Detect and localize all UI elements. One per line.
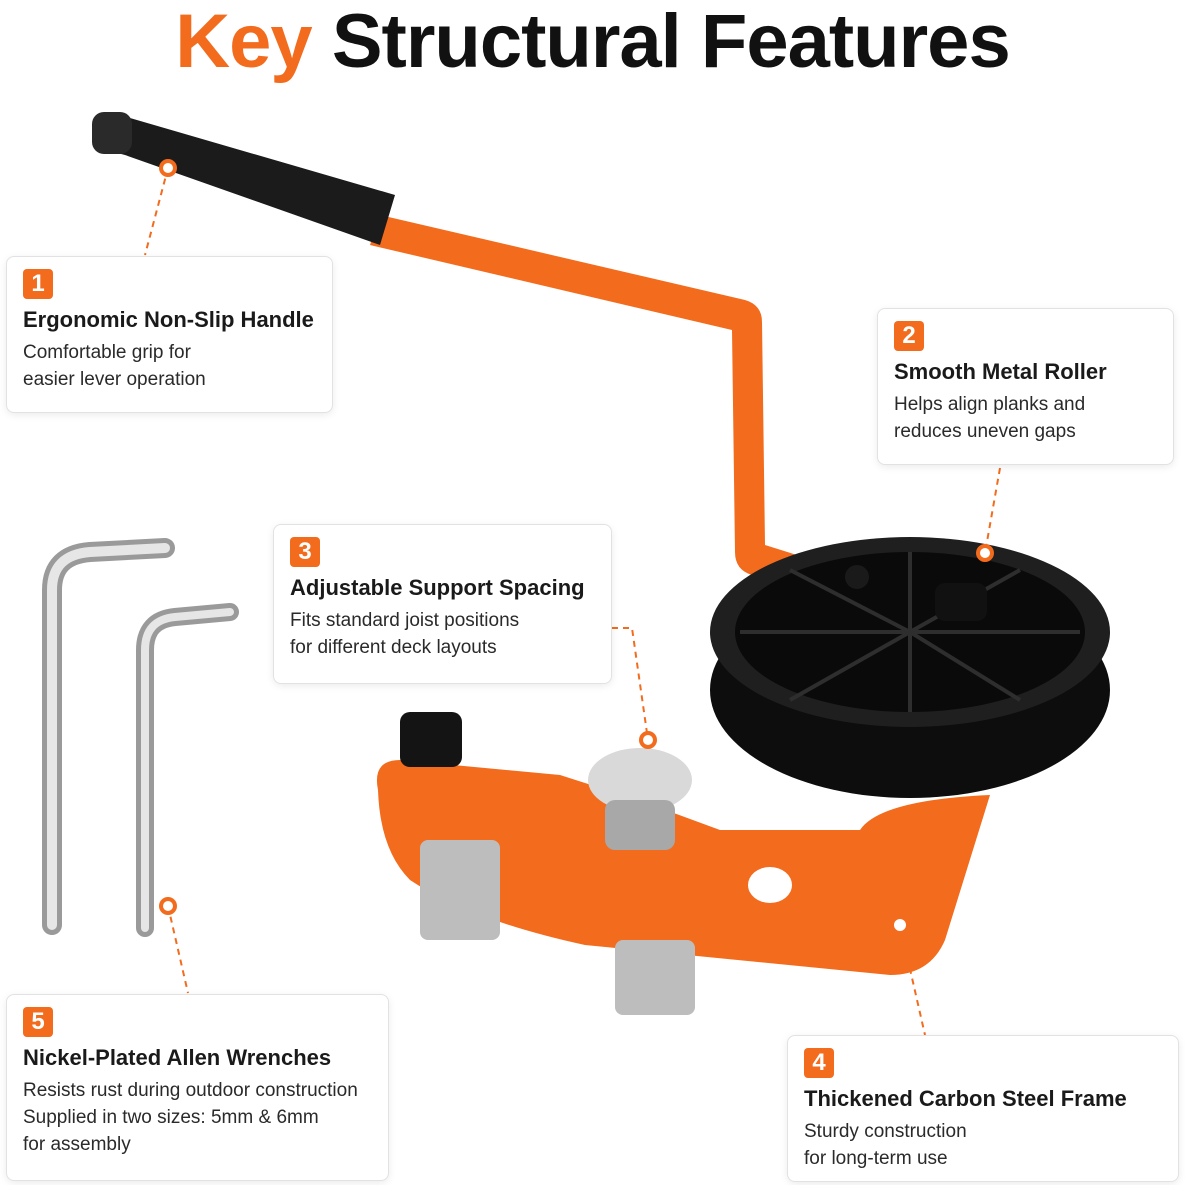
feature-number-badge: 1 xyxy=(23,269,53,299)
feature-title: Adjustable Support Spacing xyxy=(290,575,585,600)
feature-description: Comfortable grip for easier lever operat… xyxy=(23,342,206,390)
feature-number-badge: 3 xyxy=(290,537,320,567)
feature-card-allen-wrenches: 5 Nickel-Plated Allen Wrenches Resists r… xyxy=(6,994,389,1181)
page-title: Key Structural Features xyxy=(0,0,1185,84)
feature-description: Fits standard joist positions for differ… xyxy=(290,610,520,658)
feature-card-support-spacing: 3 Adjustable Support Spacing Fits standa… xyxy=(273,524,612,684)
title-rest: Structural Features xyxy=(331,0,1011,84)
roller-wheel-image xyxy=(710,537,1110,798)
feature-title: Nickel-Plated Allen Wrenches xyxy=(23,1045,332,1070)
feature-card-roller: 2 Smooth Metal Roller Helps align planks… xyxy=(877,308,1174,465)
feature-description: Resists rust during outdoor construction… xyxy=(23,1080,358,1155)
callout-leaders xyxy=(144,159,1001,1036)
feature-description: Helps align planks and reduces uneven ga… xyxy=(894,394,1086,442)
title-accent: Key xyxy=(175,0,312,84)
feature-card-handle: 1 Ergonomic Non-Slip Handle Comfortable … xyxy=(6,256,333,413)
base-plate-image xyxy=(376,712,990,1015)
feature-number-badge: 5 xyxy=(23,1007,53,1037)
feature-title: Thickened Carbon Steel Frame xyxy=(804,1086,1127,1111)
feature-title: Ergonomic Non-Slip Handle xyxy=(23,307,314,332)
allen-wrenches-image xyxy=(42,538,239,937)
feature-number-badge: 2 xyxy=(894,321,924,351)
feature-title: Smooth Metal Roller xyxy=(894,359,1107,384)
feature-number-badge: 4 xyxy=(804,1048,834,1078)
feature-description: Sturdy construction for long-term use xyxy=(804,1121,967,1169)
feature-card-frame: 4 Thickened Carbon Steel Frame Sturdy co… xyxy=(787,1035,1179,1182)
